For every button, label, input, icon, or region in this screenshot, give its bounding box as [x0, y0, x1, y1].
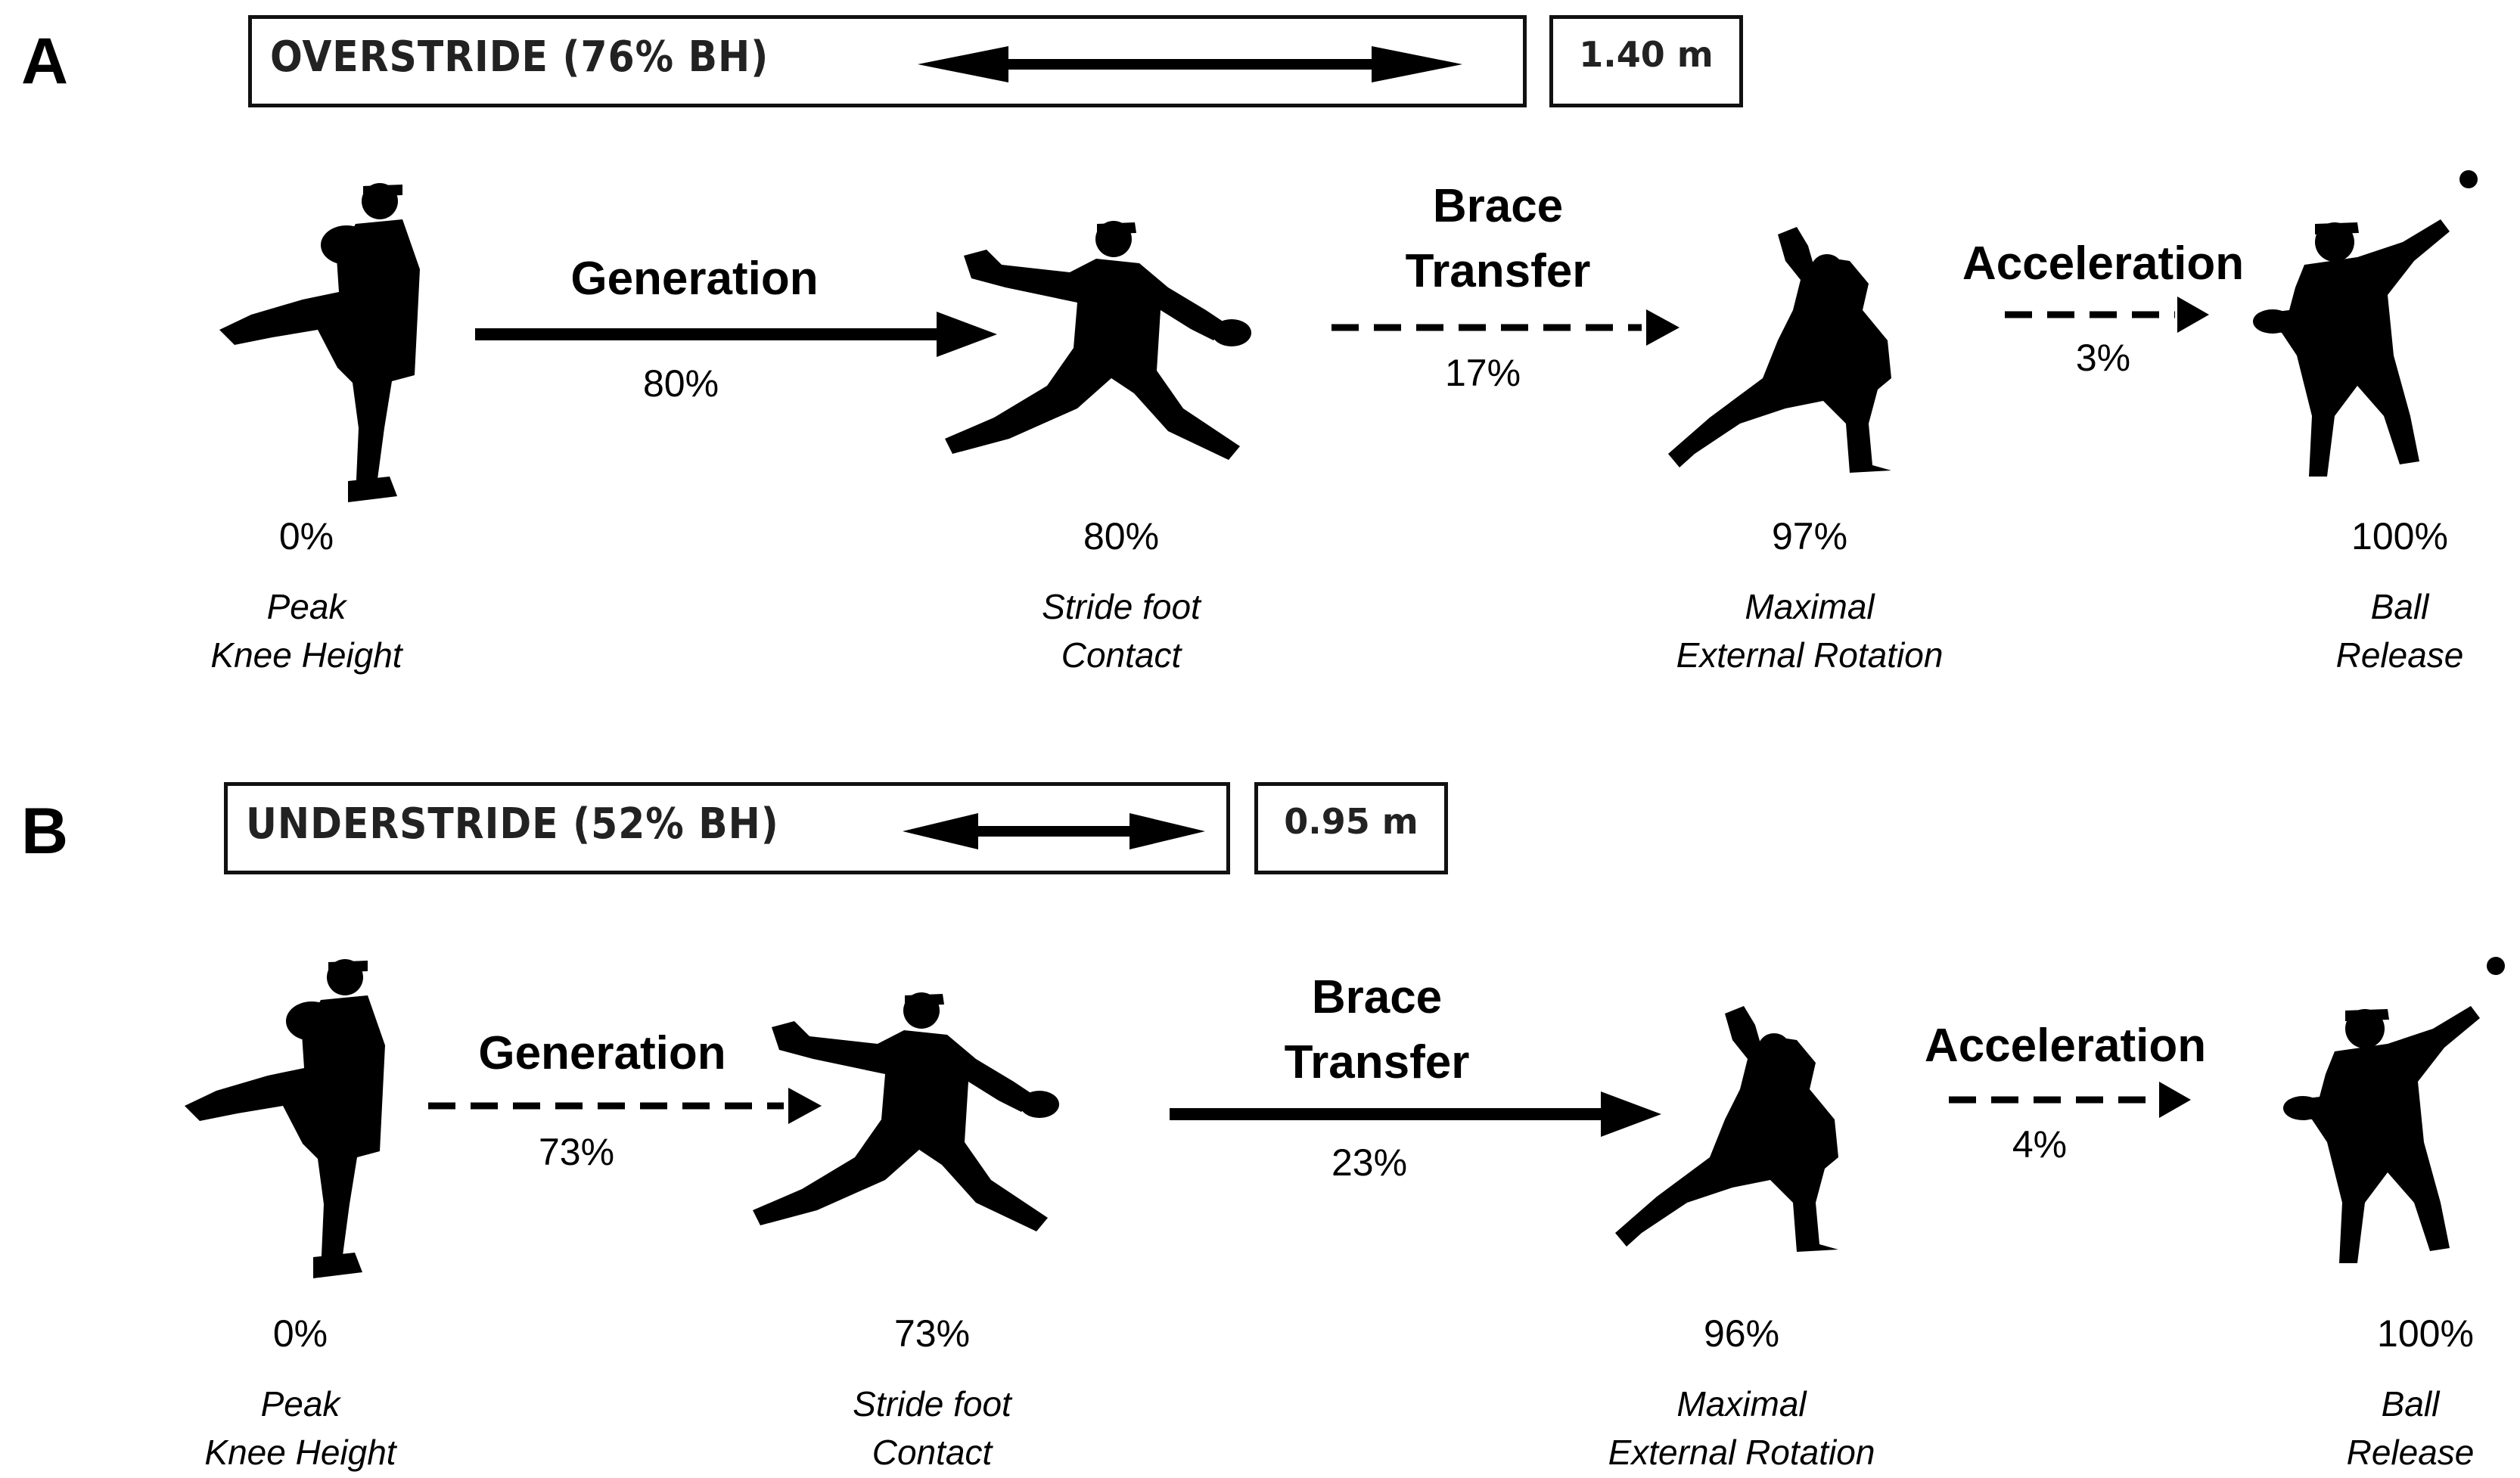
stride-pitcher-icon: [945, 221, 1251, 460]
stride-distance: 0.95 m: [1284, 801, 1418, 842]
dashed-arrow: [1949, 1082, 2191, 1118]
phase-acceleration-title: Acceleration: [1962, 238, 2245, 290]
phase-generation-percent: 73%: [538, 1131, 615, 1173]
ball-release-pitcher-icon: [2283, 1006, 2480, 1263]
baseball-icon: [2459, 170, 2478, 188]
knee-lift-pitcher-icon: [185, 959, 385, 1278]
event-percent: 73%: [893, 1312, 971, 1355]
event-label: Ball Release: [2346, 1384, 2475, 1472]
event-percent: 80%: [1083, 515, 1160, 557]
phase-brace-transfer-percent: 23%: [1331, 1141, 1408, 1184]
stride-length-box: OVERSTRIDE (76% BH): [248, 15, 1527, 107]
event-percent: 0%: [272, 1312, 328, 1355]
phase-acceleration-title: Acceleration: [1924, 1020, 2207, 1072]
event-percent: 100%: [2377, 1312, 2474, 1355]
panel-letter: B: [21, 795, 69, 868]
phase-generation-title: Generation: [478, 1027, 726, 1079]
event-percent: 97%: [1771, 515, 1848, 557]
double-headed-arrow-icon: [903, 813, 1205, 849]
stride-distance-box: 0.95 m: [1254, 782, 1448, 874]
event-label: Peak Knee Height: [210, 587, 402, 675]
knee-lift-pitcher-icon: [219, 183, 420, 502]
phase-brace-transfer-percent: 17%: [1444, 352, 1521, 394]
external-rotation-pitcher-icon: [1668, 227, 1891, 473]
event-label: Maximal External Rotation: [1676, 587, 1944, 675]
phase-brace-transfer-title: Brace Transfer: [1405, 180, 1591, 297]
stride-label: OVERSTRIDE (76% BH): [270, 33, 769, 82]
dashed-arrow: [2005, 297, 2209, 333]
solid-arrow: [1170, 1091, 1661, 1137]
dashed-arrow: [428, 1088, 822, 1124]
phase-brace-transfer-title: Brace Transfer: [1284, 971, 1470, 1088]
phase-generation-title: Generation: [570, 253, 819, 305]
phase-acceleration-percent: 4%: [2012, 1123, 2068, 1166]
event-percent: 96%: [1703, 1312, 1780, 1355]
dashed-arrow: [1331, 309, 1679, 346]
stride-label: UNDERSTRIDE (52% BH): [246, 800, 779, 849]
double-headed-arrow-icon: [918, 46, 1462, 82]
phase-acceleration-percent: 3%: [2075, 337, 2131, 379]
event-label: Maximal External Rotation: [1608, 1384, 1875, 1472]
event-percent: 100%: [2351, 515, 2448, 557]
event-percent: 0%: [278, 515, 334, 557]
panel-letter: A: [21, 25, 69, 98]
phase-generation-percent: 80%: [642, 362, 719, 405]
event-label: Ball Release: [2335, 587, 2464, 675]
stride-distance-box: 1.40 m: [1549, 15, 1743, 107]
event-label: Peak Knee Height: [204, 1384, 396, 1472]
baseball-icon: [2487, 957, 2505, 975]
solid-arrow: [475, 312, 997, 357]
ball-release-pitcher-icon: [2253, 219, 2450, 477]
stride-distance: 1.40 m: [1579, 34, 1714, 75]
event-label: Stride foot Contact: [853, 1384, 1011, 1472]
stride-length-box: UNDERSTRIDE (52% BH): [224, 782, 1230, 874]
stride-pitcher-icon: [753, 992, 1059, 1231]
external-rotation-pitcher-icon: [1615, 1006, 1838, 1252]
event-label: Stride foot Contact: [1042, 587, 1201, 675]
